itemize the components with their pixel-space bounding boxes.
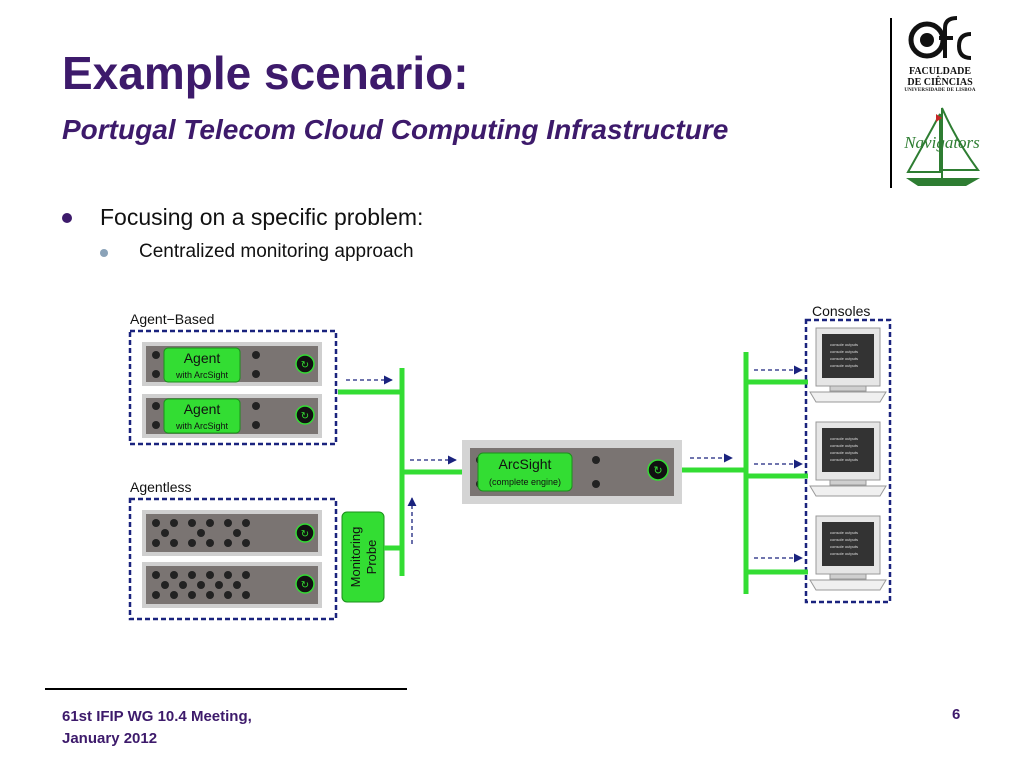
footer-rule	[45, 688, 407, 690]
console-monitor-2: console outputs console outputs console …	[809, 421, 887, 497]
footer-meeting: 61st IFIP WG 10.4 Meeting, January 2012	[62, 706, 252, 750]
power-glyph-icon: ↻	[653, 465, 662, 477]
power-glyph-icon: ↻	[301, 529, 309, 540]
console-text: console outputs	[830, 349, 858, 354]
agent-server-2: Agent with ArcSight ↻	[142, 394, 322, 438]
console-text: console outputs	[830, 457, 858, 462]
agentless-group	[128, 497, 338, 621]
footer-meeting-line2: January 2012	[62, 730, 158, 747]
probe-line1: Monitoring	[348, 527, 363, 588]
agent-subtitle: with ArcSight	[175, 370, 229, 380]
monitoring-probe: Monitoring Probe	[341, 511, 385, 603]
logo-fc-line1: FACULDADE	[908, 66, 972, 77]
slide-title: Example scenario:	[62, 47, 469, 99]
consoles-label: Consoles	[812, 303, 870, 319]
bullet-dot-icon	[62, 213, 72, 223]
power-icon	[295, 523, 315, 543]
agent-title: Agent	[184, 401, 221, 417]
arcsight-subtitle: (complete engine)	[489, 477, 561, 487]
bullet-text: Focusing on a specific problem:	[100, 204, 424, 230]
logo-divider	[890, 18, 892, 188]
console-text: console outputs	[830, 530, 858, 535]
console-monitor-1: console outputs console outputs console …	[809, 327, 887, 403]
navigators-wordmark: Navigators	[903, 133, 980, 152]
bullet-dot-icon	[100, 249, 108, 257]
console-text: console outputs	[830, 436, 858, 441]
power-glyph-icon: ↻	[301, 580, 309, 591]
agentless-server-2: ↻	[142, 562, 322, 608]
power-glyph-icon: ↻	[301, 411, 309, 422]
agent-server-1: Agent with ArcSight ↻	[142, 342, 322, 386]
console-text: console outputs	[830, 537, 858, 542]
console-text: console outputs	[830, 342, 858, 347]
agent-subtitle: with ArcSight	[175, 421, 229, 431]
arcsight-title: ArcSight	[499, 456, 552, 472]
monitoring-architecture-diagram: Agent−Based Agentless Consoles Agent wit…	[128, 303, 892, 621]
right-network-wires	[682, 352, 808, 594]
agent-title: Agent	[184, 350, 221, 366]
console-text: console outputs	[830, 443, 858, 448]
console-monitor-3: console outputs console outputs console …	[809, 515, 887, 591]
slide-subtitle: Portugal Telecom Cloud Computing Infrast…	[62, 114, 729, 145]
arcsight-server: ArcSight (complete engine) ↻	[462, 440, 682, 504]
agentless-label: Agentless	[130, 479, 191, 495]
console-text: console outputs	[830, 551, 858, 556]
left-network-wires	[338, 368, 464, 576]
power-icon	[295, 405, 315, 425]
console-text: console outputs	[830, 356, 858, 361]
agent-based-label: Agent−Based	[130, 311, 214, 327]
power-icon	[295, 354, 315, 374]
power-icon	[295, 574, 315, 594]
logo-fc-line3: UNIVERSIDADE DE LISBOA	[904, 88, 976, 93]
agentless-server-1: ↻	[142, 510, 322, 556]
probe-line2: Probe	[364, 540, 379, 575]
bullet-text: Centralized monitoring approach	[139, 241, 414, 262]
navigators-logo: Navigators	[903, 107, 980, 186]
console-text: console outputs	[830, 544, 858, 549]
logo-fc-line2: DE CIÊNCIAS	[907, 77, 973, 88]
console-text: console outputs	[830, 450, 858, 455]
console-text: console outputs	[830, 363, 858, 368]
faculdade-ciencias-logo	[908, 16, 972, 60]
page-number: 6	[952, 706, 961, 723]
power-icon	[647, 459, 669, 481]
footer-meeting-line1: 61st IFIP WG 10.4 Meeting,	[62, 708, 252, 725]
power-glyph-icon: ↻	[301, 360, 309, 371]
consoles-group	[804, 318, 892, 604]
